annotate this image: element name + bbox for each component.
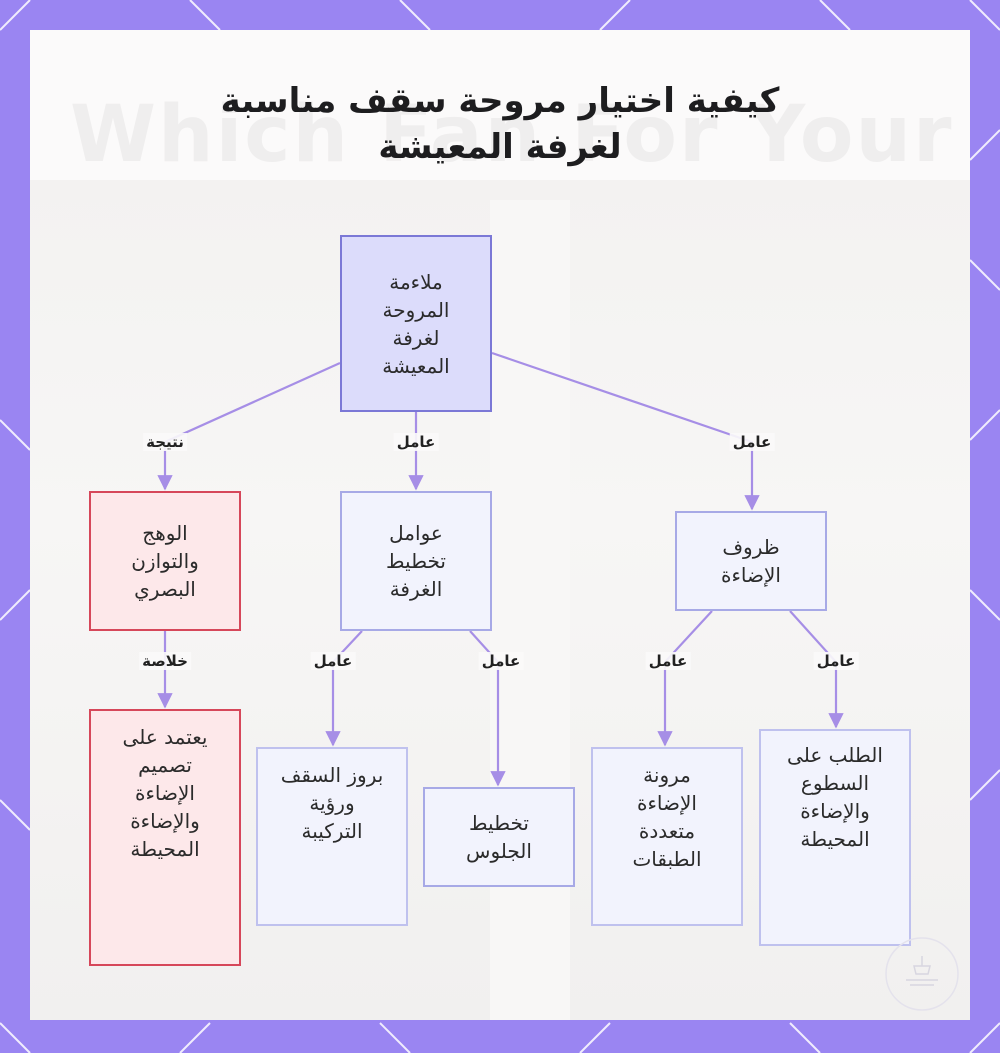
edge-label-root-glare: نتيجة (143, 433, 187, 451)
node-lighting-conditions: ظروف الإضاءة (675, 511, 827, 611)
edge-label-lighting-surface: عامل (813, 652, 859, 670)
node-room-layout: عوامل تخطيط الغرفة (340, 491, 492, 631)
title-line-1: كيفية اختيار مروحة سقف مناسبة (220, 81, 780, 121)
node-layered-label: مرونة الإضاءة متعددة الطبقات (632, 763, 702, 871)
edge-label-root-layout: عامل (393, 433, 439, 451)
node-glare-balance: الوهج والتوازن البصري (89, 491, 241, 631)
edge-layout-projection (325, 630, 363, 747)
watermark-logo-icon (885, 937, 959, 1011)
edge-root-lighting (491, 351, 760, 511)
node-conclusion: يعتمد على تصميم الإضاءة والإضاءة المحيطة (89, 709, 241, 966)
title-line-2: لغرفة المعيشة (378, 127, 622, 167)
edge-lighting-layered (657, 610, 713, 747)
node-ceiling-projection: بروز السقف ورؤية التركيبة (256, 747, 408, 926)
edge-label-layout-projection: عامل (310, 652, 356, 670)
node-projection-label: بروز السقف ورؤية التركيبة (280, 763, 384, 843)
node-glare-label: الوهج والتوازن البصري (131, 521, 199, 601)
node-seating-label: تخطيط الجلوس (466, 811, 532, 863)
node-surface-label: الطلب على السطوع والإضاءة المحيطة (787, 743, 883, 851)
node-root: ملاءمة المروحة لغرفة المعيشة (340, 235, 492, 412)
edge-label-layout-seating: عامل (478, 652, 524, 670)
edge-label-glare-conclusion: خلاصة (139, 652, 191, 670)
node-layout-label: عوامل تخطيط الغرفة (386, 521, 446, 601)
node-layered-lighting: مرونة الإضاءة متعددة الطبقات (591, 747, 743, 926)
edge-label-lighting-layered: عامل (645, 652, 691, 670)
background-ghost-text: Which Fan For Your Room? (70, 90, 970, 180)
node-lighting-label: ظروف الإضاءة (721, 535, 781, 587)
edge-root-glare (157, 361, 341, 491)
page-title: كيفية اختيار مروحة سقف مناسبة لغرفة المع… (60, 78, 940, 170)
edge-label-root-lighting: عامل (729, 433, 775, 451)
node-seating-layout: تخطيط الجلوس (423, 787, 575, 887)
node-conclusion-label: يعتمد على تصميم الإضاءة والإضاءة المحيطة (122, 725, 208, 861)
node-surface-brightness: الطلب على السطوع والإضاءة المحيطة (759, 729, 911, 946)
node-root-label: ملاءمة المروحة لغرفة المعيشة (382, 269, 450, 378)
